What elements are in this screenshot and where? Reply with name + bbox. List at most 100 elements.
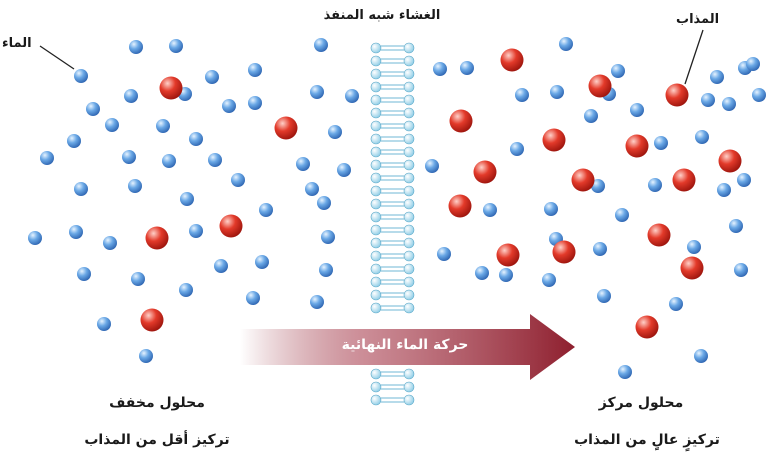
concentrated-solution-label: محلول مركز xyxy=(598,395,684,411)
water-molecule xyxy=(591,179,605,193)
solute-particle xyxy=(665,83,689,107)
water-molecule xyxy=(296,157,310,171)
water-molecule xyxy=(180,192,194,206)
water-molecule xyxy=(710,70,724,84)
phospholipid-pair xyxy=(370,381,415,393)
net-water-movement-arrow xyxy=(240,314,575,380)
solute-particle xyxy=(448,194,472,218)
phospholipid-pair xyxy=(370,250,415,262)
solute-particle xyxy=(718,149,742,173)
phospholipid-pair xyxy=(370,185,415,197)
water-molecule xyxy=(669,297,683,311)
phospholipid-pair xyxy=(370,263,415,275)
water-molecule xyxy=(437,247,451,261)
water-molecule xyxy=(593,242,607,256)
phospholipid-pair xyxy=(370,42,415,54)
solute-particle xyxy=(542,128,566,152)
water-molecule xyxy=(695,130,709,144)
water-molecule xyxy=(69,225,83,239)
phospholipid-pair xyxy=(370,68,415,80)
phospholipid-pair xyxy=(370,172,415,184)
net-water-movement-label: حركة الماء النهائية xyxy=(341,337,469,353)
water-molecule xyxy=(630,103,644,117)
solute-particle xyxy=(500,48,524,72)
water-molecule xyxy=(597,289,611,303)
water-molecule xyxy=(214,259,228,273)
water-molecule xyxy=(305,182,319,196)
membrane-label: الغشاء شبه المنفذ xyxy=(323,8,441,23)
water-molecule xyxy=(259,203,273,217)
water-molecule xyxy=(717,183,731,197)
solute-particle xyxy=(680,256,704,280)
dilute-solution-label: محلول مخفف xyxy=(109,395,205,411)
solute-particle xyxy=(473,160,497,184)
water-molecule xyxy=(722,97,736,111)
water-molecule xyxy=(425,159,439,173)
water-label: الماء xyxy=(2,36,32,51)
solute-particle xyxy=(140,308,164,332)
water-molecule xyxy=(105,118,119,132)
water-molecule xyxy=(737,173,751,187)
water-molecule xyxy=(746,57,760,71)
water-molecule xyxy=(337,163,351,177)
water-molecule xyxy=(615,208,629,222)
water-molecule xyxy=(734,263,748,277)
phospholipid-pair xyxy=(370,237,415,249)
water-molecule xyxy=(67,134,81,148)
water-molecule xyxy=(701,93,715,107)
water-molecule xyxy=(559,37,573,51)
water-molecule xyxy=(77,267,91,281)
water-molecule xyxy=(255,255,269,269)
water-molecule xyxy=(28,231,42,245)
solute-pointer-line xyxy=(684,29,704,85)
water-molecule xyxy=(189,132,203,146)
water-molecule xyxy=(694,349,708,363)
phospholipid-pair xyxy=(370,211,415,223)
water-molecule xyxy=(208,153,222,167)
solute-particle xyxy=(588,74,612,98)
water-molecule xyxy=(248,96,262,110)
phospholipid-pair xyxy=(370,81,415,93)
water-molecule xyxy=(103,236,117,250)
water-molecule xyxy=(129,40,143,54)
water-molecule xyxy=(86,102,100,116)
water-molecule xyxy=(483,203,497,217)
water-molecule xyxy=(460,61,474,75)
water-molecule xyxy=(433,62,447,76)
solute-particle xyxy=(571,168,595,192)
water-molecule xyxy=(475,266,489,280)
solute-particle xyxy=(145,226,169,250)
phospholipid-pair xyxy=(370,107,415,119)
phospholipid-pair xyxy=(370,146,415,158)
solute-particle xyxy=(159,76,183,100)
phospholipid-pair xyxy=(370,133,415,145)
water-molecule xyxy=(248,63,262,77)
water-pointer-line xyxy=(39,45,75,70)
water-molecule xyxy=(246,291,260,305)
phospholipid-pair xyxy=(370,289,415,301)
phospholipid-pair xyxy=(370,198,415,210)
phospholipid-pair xyxy=(370,394,415,406)
phospholipid-pair xyxy=(370,368,415,380)
water-molecule xyxy=(222,99,236,113)
water-molecule xyxy=(328,125,342,139)
high-concentration-label: تركيزٍ عالٍ من المذاب xyxy=(574,432,720,448)
semi-permeable-membrane xyxy=(370,42,415,406)
particles-layer xyxy=(28,37,766,379)
water-molecule xyxy=(131,272,145,286)
water-molecule xyxy=(314,38,328,52)
phospholipid-pair xyxy=(370,302,415,314)
water-molecule xyxy=(542,273,556,287)
water-molecule xyxy=(317,196,331,210)
water-molecule xyxy=(74,69,88,83)
water-molecule xyxy=(97,317,111,331)
water-molecule xyxy=(179,283,193,297)
water-molecule xyxy=(611,64,625,78)
water-molecule xyxy=(74,182,88,196)
solute-particle xyxy=(219,214,243,238)
water-molecule xyxy=(499,268,513,282)
low-concentration-label: تركيز أقل من المذاب xyxy=(84,432,230,448)
water-molecule xyxy=(515,88,529,102)
water-molecule xyxy=(550,85,564,99)
